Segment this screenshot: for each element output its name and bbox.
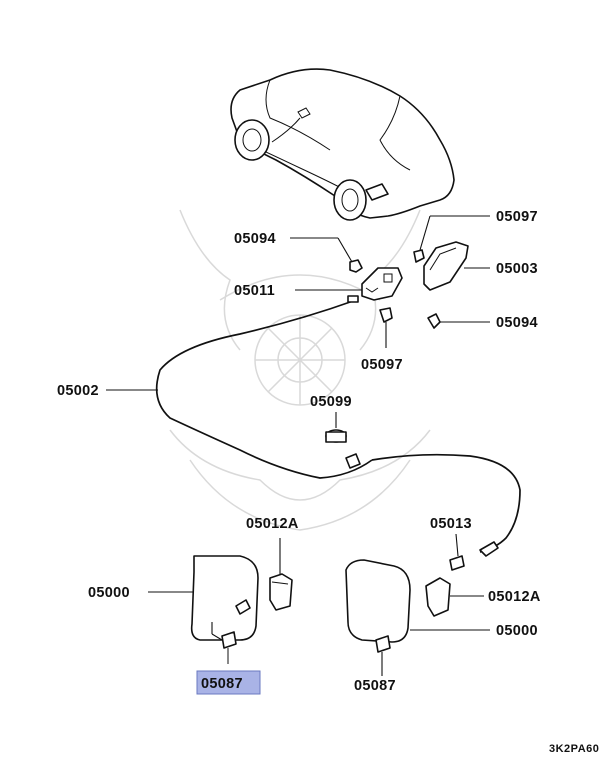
screw-05087-left — [211, 622, 237, 664]
cable-05002 — [106, 295, 521, 557]
release-lever-05011 — [295, 267, 403, 301]
label-05099[interactable]: 05099 — [310, 394, 352, 410]
highlight-05087[interactable]: 05087 — [196, 670, 261, 695]
vehicle-outline — [230, 68, 455, 221]
label-05097-mid[interactable]: 05097 — [361, 357, 403, 373]
holder-05013 — [449, 533, 465, 571]
fuel-door-05000-right — [345, 559, 490, 643]
screw-05087-right — [375, 635, 391, 676]
label-05000-left[interactable]: 05000 — [88, 585, 130, 601]
clip-05094-top — [290, 237, 363, 273]
clip-05094-right — [427, 313, 490, 329]
fuel-lid-05003 — [423, 241, 490, 291]
fuel-door-05000-left — [148, 555, 259, 641]
label-05003[interactable]: 05003 — [496, 261, 538, 277]
diagram-code: 3K2PA60 — [549, 743, 599, 755]
label-05011[interactable]: 05011 — [234, 283, 275, 299]
hinge-05012A-right — [425, 577, 484, 617]
label-05094-right[interactable]: 05094 — [496, 315, 538, 331]
clamp-05099 — [325, 412, 347, 443]
label-05000-right[interactable]: 05000 — [496, 623, 538, 639]
label-05087-left[interactable]: 05087 — [201, 676, 243, 692]
hinge-05012A-left — [269, 538, 293, 611]
label-05087-right[interactable]: 05087 — [354, 678, 396, 694]
label-05012A-right[interactable]: 05012A — [488, 589, 541, 605]
label-05012A-left[interactable]: 05012A — [246, 516, 299, 532]
label-05013[interactable]: 05013 — [430, 516, 472, 532]
label-05097-top[interactable]: 05097 — [496, 209, 538, 225]
label-05094-top[interactable]: 05094 — [234, 231, 276, 247]
screw-05097-top — [413, 215, 490, 263]
label-05002[interactable]: 05002 — [57, 383, 99, 399]
screw-05097-mid — [379, 307, 393, 348]
